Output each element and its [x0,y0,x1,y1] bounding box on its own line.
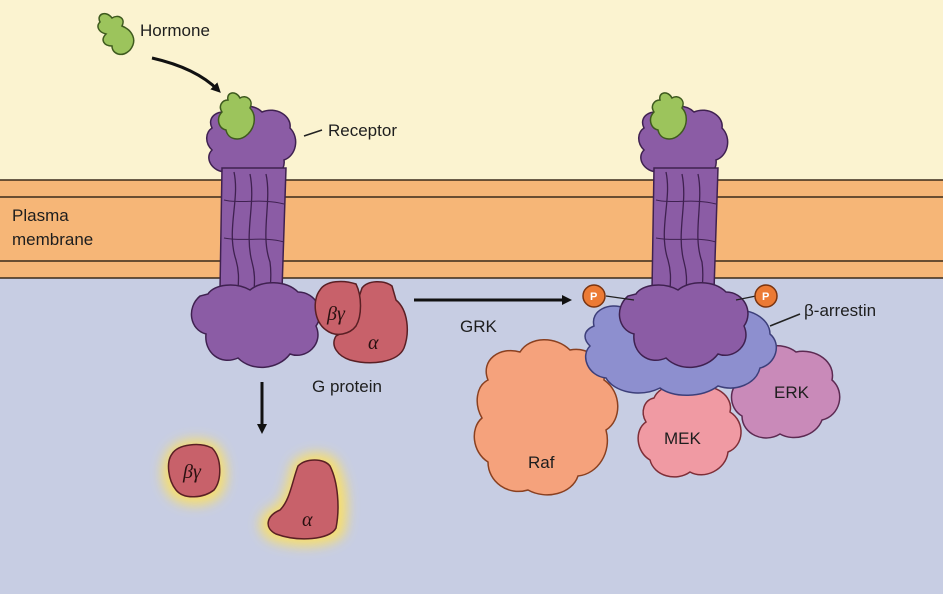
hormone-label: Hormone [140,21,210,40]
plasma-membrane [0,180,943,278]
grk-label: GRK [460,317,498,336]
beta-gamma-label-free: βγ [182,461,202,483]
beta-arrestin-label: β-arrestin [804,301,876,320]
mek-label: MEK [664,429,702,448]
alpha-label-free: α [302,509,313,531]
g-protein-label: G protein [312,377,382,396]
alpha-label-bound: α [368,332,379,354]
plasma-membrane-label-line2: membrane [12,230,93,249]
raf-label: Raf [528,453,555,472]
erk-label: ERK [774,383,810,402]
free-beta-gamma: βγ [162,439,226,505]
plasma-membrane-label-line1: Plasma [12,206,69,225]
receptor-label: Receptor [328,121,397,140]
beta-gamma-label-bound: βγ [326,303,346,325]
phosphate-left-label: P [590,291,597,303]
phosphate-right-label: P [762,291,769,303]
